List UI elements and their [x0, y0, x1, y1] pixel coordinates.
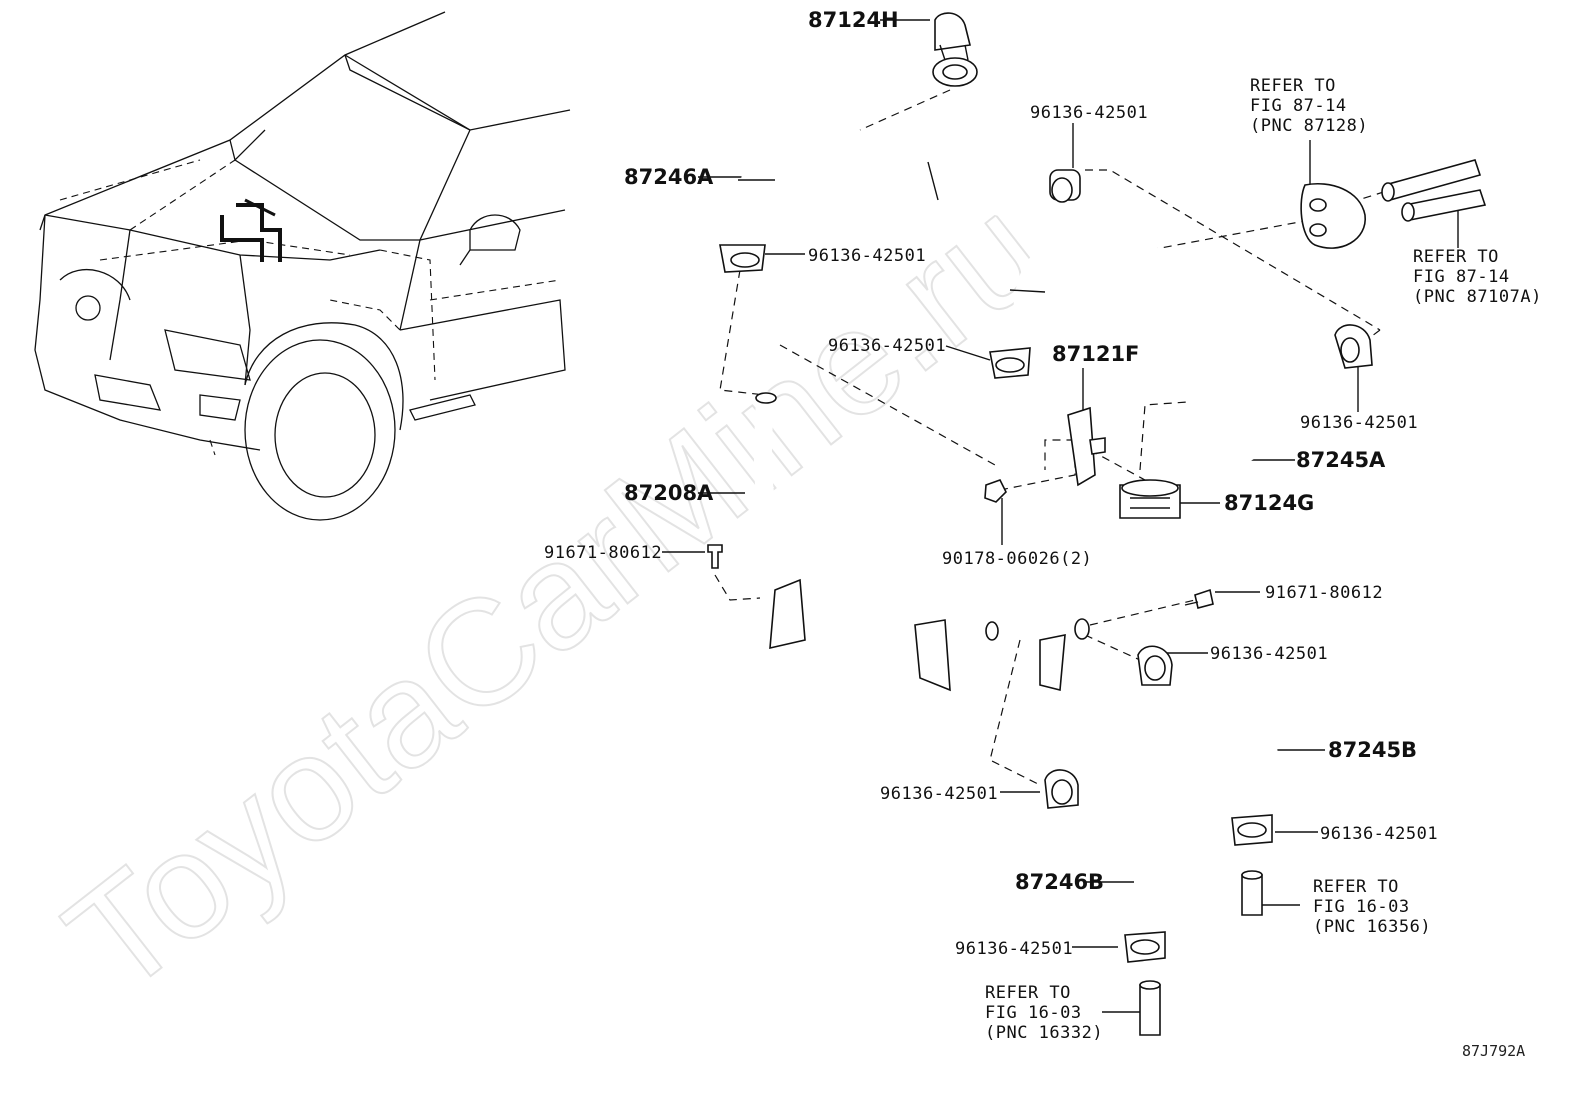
- hose-clamp: [1124, 931, 1166, 963]
- label-bolt: 91671-80612: [1265, 583, 1383, 603]
- label-refer-line: FIG 16-03: [985, 1003, 1082, 1023]
- label-refer-line: FIG 87-14: [1413, 267, 1510, 287]
- label-refer-line: (PNC 16332): [985, 1023, 1103, 1043]
- label-87208A: 87208A: [624, 481, 714, 505]
- pipe-stub: [1139, 980, 1161, 1036]
- hose-clamp: [1044, 769, 1079, 809]
- nut-90178: [984, 479, 1007, 503]
- label-87246A: 87246A: [624, 165, 714, 189]
- label-refer-line: REFER TO: [1250, 76, 1336, 96]
- label-clamp: 96136-42501: [955, 939, 1073, 959]
- label-refer-line: (PNC 87128): [1250, 116, 1368, 136]
- label-nut: 90178-06026(2): [942, 549, 1092, 569]
- bolt-91671: [707, 544, 723, 569]
- label-clamp: 96136-42501: [808, 246, 926, 266]
- bolt-91671: [1184, 588, 1214, 609]
- grommet: [1300, 183, 1366, 249]
- hose-clamp: [1231, 814, 1273, 846]
- label-refer-line: (PNC 87107A): [1413, 287, 1542, 307]
- hose-87246B: [1084, 784, 1166, 936]
- label-refer-line: FIG 87-14: [1250, 96, 1347, 116]
- label-refer-line: REFER TO: [1413, 247, 1499, 267]
- pipe-stub: [1241, 870, 1263, 916]
- clip-87124H: [932, 12, 978, 87]
- label-87124H: 87124H: [808, 8, 899, 32]
- hose-clamp: [1334, 324, 1373, 369]
- label-87246B: 87246B: [1015, 870, 1104, 894]
- label-87121F: 87121F: [1052, 342, 1139, 366]
- bracket-87121F: [1067, 406, 1106, 487]
- hose-clamp: [989, 347, 1031, 379]
- label-refer-line: FIG 16-03: [1313, 897, 1410, 917]
- label-clamp: 96136-42501: [1210, 644, 1328, 664]
- label-refer-line: REFER TO: [1313, 877, 1399, 897]
- hose-clamp: [1049, 169, 1081, 203]
- label-clamp: 96136-42501: [1320, 824, 1438, 844]
- hose-87245A: [1009, 234, 1326, 466]
- label-clamp: 96136-42501: [1300, 413, 1418, 433]
- label-87245A: 87245A: [1296, 448, 1386, 472]
- pipe-stubs: [1381, 159, 1487, 222]
- pipe-87208A: [753, 391, 1090, 692]
- hose-clamp: [719, 244, 766, 273]
- part-labels: 87124H 87246A 96136-42501 REFER TO FIG 8…: [544, 8, 1542, 1060]
- hose-87246A: [738, 123, 1037, 247]
- label-clamp: 96136-42501: [880, 784, 998, 804]
- label-bolt: 91671-80612: [544, 543, 662, 563]
- hose-87245B: [1184, 674, 1278, 816]
- label-clamp: 96136-42501: [1030, 103, 1148, 123]
- label-refer-line: REFER TO: [985, 983, 1071, 1003]
- label-refer-line: (PNC 16356): [1313, 917, 1431, 937]
- leader-lines: [662, 19, 1459, 1013]
- hose-clamp: [1137, 645, 1173, 686]
- vehicle-illustration: [34, 11, 571, 521]
- label-clamp: 96136-42501: [828, 336, 946, 356]
- label-87245B: 87245B: [1328, 738, 1417, 762]
- clip-87124G: [1119, 479, 1181, 519]
- figure-code: 87J792A: [1462, 1042, 1525, 1060]
- label-87124G: 87124G: [1224, 491, 1314, 515]
